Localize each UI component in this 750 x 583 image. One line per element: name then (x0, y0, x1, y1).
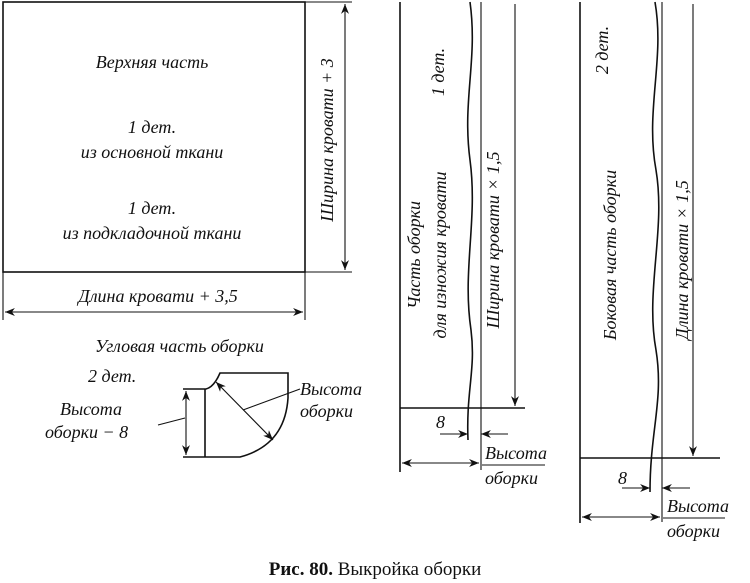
foot-piece-height-line2: оборки (485, 468, 538, 488)
top-piece-title: Верхняя часть (96, 52, 209, 72)
corner-piece: Угловая часть оборки 2 дет. Высота оборк… (45, 336, 362, 458)
side-piece-offset: 8 (618, 468, 627, 488)
foot-piece: 1 дет. Часть оборки для изножия кровати … (399, 1, 547, 488)
top-piece-qty-lining: 1 дет. (128, 198, 176, 218)
side-piece-qty: 2 дет. (592, 26, 612, 74)
top-piece-qty-main: 1 дет. (128, 117, 176, 137)
side-piece-length-dim: Длина кровати × 1,5 (672, 180, 692, 342)
corner-piece-qty: 2 дет. (88, 366, 136, 386)
figure-caption-text: Выкройка оборки (333, 559, 481, 580)
top-piece-fabric-main: из основной ткани (81, 142, 224, 162)
figure-caption: Рис. 80. Выкройка оборки (269, 559, 482, 580)
foot-piece-height-line1: Высота (485, 443, 547, 463)
top-piece-width-dim: Ширина кровати + 3 (317, 58, 337, 222)
side-piece: 2 дет. Боковая часть оборки Длина кроват… (579, 1, 729, 541)
foot-piece-offset: 8 (436, 412, 445, 432)
top-piece-fabric-lining: из подкладочной ткани (63, 223, 242, 243)
top-piece-outline (2, 1, 306, 273)
side-piece-wavy-edge (649, 1, 660, 493)
side-piece-name: Боковая часть оборки (600, 170, 620, 341)
foot-piece-name-line1: Часть оборки (404, 201, 424, 309)
corner-piece-title: Угловая часть оборки (95, 336, 264, 356)
side-piece-height-line2: оборки (667, 521, 720, 541)
corner-left-dim-line1: Высота (60, 399, 122, 419)
corner-right-dim-line1: Высота (300, 379, 362, 399)
top-piece-length-dim: Длина кровати + 3,5 (76, 286, 238, 306)
corner-right-dim-line2: оборки (300, 401, 353, 421)
foot-piece-wavy-edge (466, 1, 474, 441)
top-piece: Верхняя часть 1 дет. из основной ткани 1… (2, 1, 352, 320)
corner-left-dim-line2: оборки − 8 (45, 422, 128, 442)
corner-piece-outline (183, 372, 289, 458)
foot-piece-qty: 1 дет. (428, 48, 448, 96)
foot-piece-name-line2: для изножия кровати (430, 171, 450, 338)
figure-caption-label: Рис. 80. (269, 559, 333, 580)
foot-piece-length-dim: Ширина кровати × 1,5 (483, 152, 503, 330)
side-piece-height-line1: Высота (667, 496, 729, 516)
